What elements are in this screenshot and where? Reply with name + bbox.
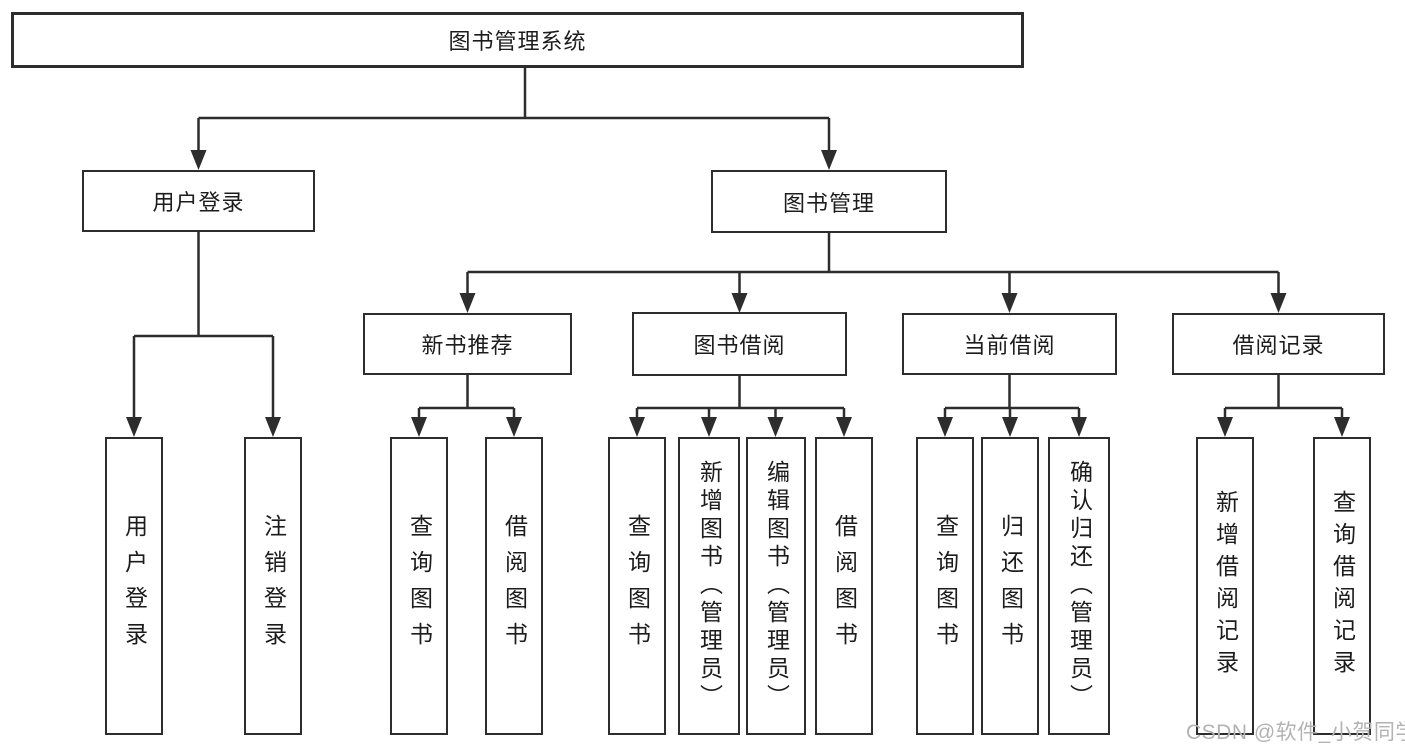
node-root-system: 图书管理系统 — [11, 12, 1024, 68]
arrowhead — [1270, 293, 1287, 313]
node-book-borrow: 图书借阅 — [632, 312, 847, 376]
node-label: 当前借阅 — [963, 333, 1056, 358]
node-label: 查询图书 — [624, 514, 651, 658]
arrowhead — [937, 417, 953, 437]
leaf-current-return: 归还图书 — [981, 437, 1039, 735]
arrowhead — [731, 293, 748, 313]
node-label: 编辑图书（管理员） — [763, 460, 790, 712]
leaf-record-query: 查询借阅记录 — [1313, 437, 1371, 735]
node-label: 借阅记录 — [1232, 333, 1325, 358]
csdn-watermark: CSDN @软件_小贺同学 — [1186, 721, 1405, 744]
node-label: 借阅图书 — [831, 514, 858, 658]
arrowhead — [1002, 417, 1018, 437]
node-label: 新书推荐 — [421, 333, 514, 358]
arrowhead — [190, 150, 207, 170]
node-label: 新增图书（管理员） — [696, 460, 723, 712]
node-label: 图书管理 — [782, 190, 875, 216]
leaf-record-add: 新增借阅记录 — [1196, 437, 1254, 735]
leaf-borrow-edit-admin: 编辑图书（管理员） — [746, 437, 806, 735]
leaf-user-login: 用户登录 — [105, 437, 163, 735]
connector-newbook-to-leaves — [417, 375, 516, 424]
arrowhead — [701, 417, 717, 437]
leaf-borrow-query: 查询图书 — [608, 437, 666, 735]
leaf-borrow-add-admin: 新增图书（管理员） — [678, 437, 740, 735]
node-label: 用户登录 — [152, 190, 245, 215]
node-label: 图书管理系统 — [448, 29, 587, 54]
leaf-borrow-borrow: 借阅图书 — [815, 437, 873, 735]
leaf-logout: 注销登录 — [244, 437, 302, 735]
connector-bookmgmt-to-level3 — [466, 233, 1280, 298]
arrowhead — [506, 417, 522, 437]
arrowhead — [265, 417, 281, 437]
node-label: 查询借阅记录 — [1329, 490, 1356, 682]
connector-root-to-level2 — [197, 68, 831, 155]
node-label: 查询图书 — [932, 514, 959, 658]
arrowhead — [836, 417, 852, 437]
arrowhead — [1071, 417, 1087, 437]
node-book-management: 图书管理 — [711, 170, 947, 233]
arrowhead — [126, 417, 142, 437]
node-label: 确认归还（管理员） — [1066, 460, 1093, 712]
arrowhead — [629, 417, 645, 437]
node-label: 注销登录 — [260, 514, 287, 658]
leaf-current-query: 查询图书 — [916, 437, 974, 735]
arrowhead — [1334, 417, 1350, 437]
leaf-newbook-borrow: 借阅图书 — [485, 437, 543, 735]
connector-userlogin-to-leaves — [132, 232, 275, 422]
connector-borrow-to-leaves — [635, 376, 846, 424]
node-label: 借阅图书 — [501, 514, 528, 658]
connector-current-to-leaves — [943, 375, 1081, 424]
arrowhead — [411, 417, 427, 437]
connector-record-to-leaves — [1223, 375, 1344, 424]
arrowhead — [1001, 293, 1018, 313]
node-label: 用户登录 — [121, 514, 148, 658]
arrowhead — [1217, 417, 1233, 437]
node-label: 查询图书 — [406, 514, 433, 658]
leaf-newbook-query: 查询图书 — [390, 437, 448, 735]
node-user-login: 用户登录 — [82, 170, 315, 232]
node-label: 新增借阅记录 — [1212, 490, 1239, 682]
arrowhead — [459, 293, 476, 313]
node-current-borrow: 当前借阅 — [902, 313, 1117, 375]
node-new-book-recommend: 新书推荐 — [363, 313, 572, 375]
node-borrow-record: 借阅记录 — [1172, 313, 1385, 375]
arrowhead — [767, 417, 784, 437]
node-label: 归还图书 — [997, 514, 1024, 658]
leaf-current-confirm-admin: 确认归还（管理员） — [1048, 437, 1110, 735]
node-label: 图书借阅 — [693, 333, 786, 358]
arrowhead — [821, 150, 837, 170]
